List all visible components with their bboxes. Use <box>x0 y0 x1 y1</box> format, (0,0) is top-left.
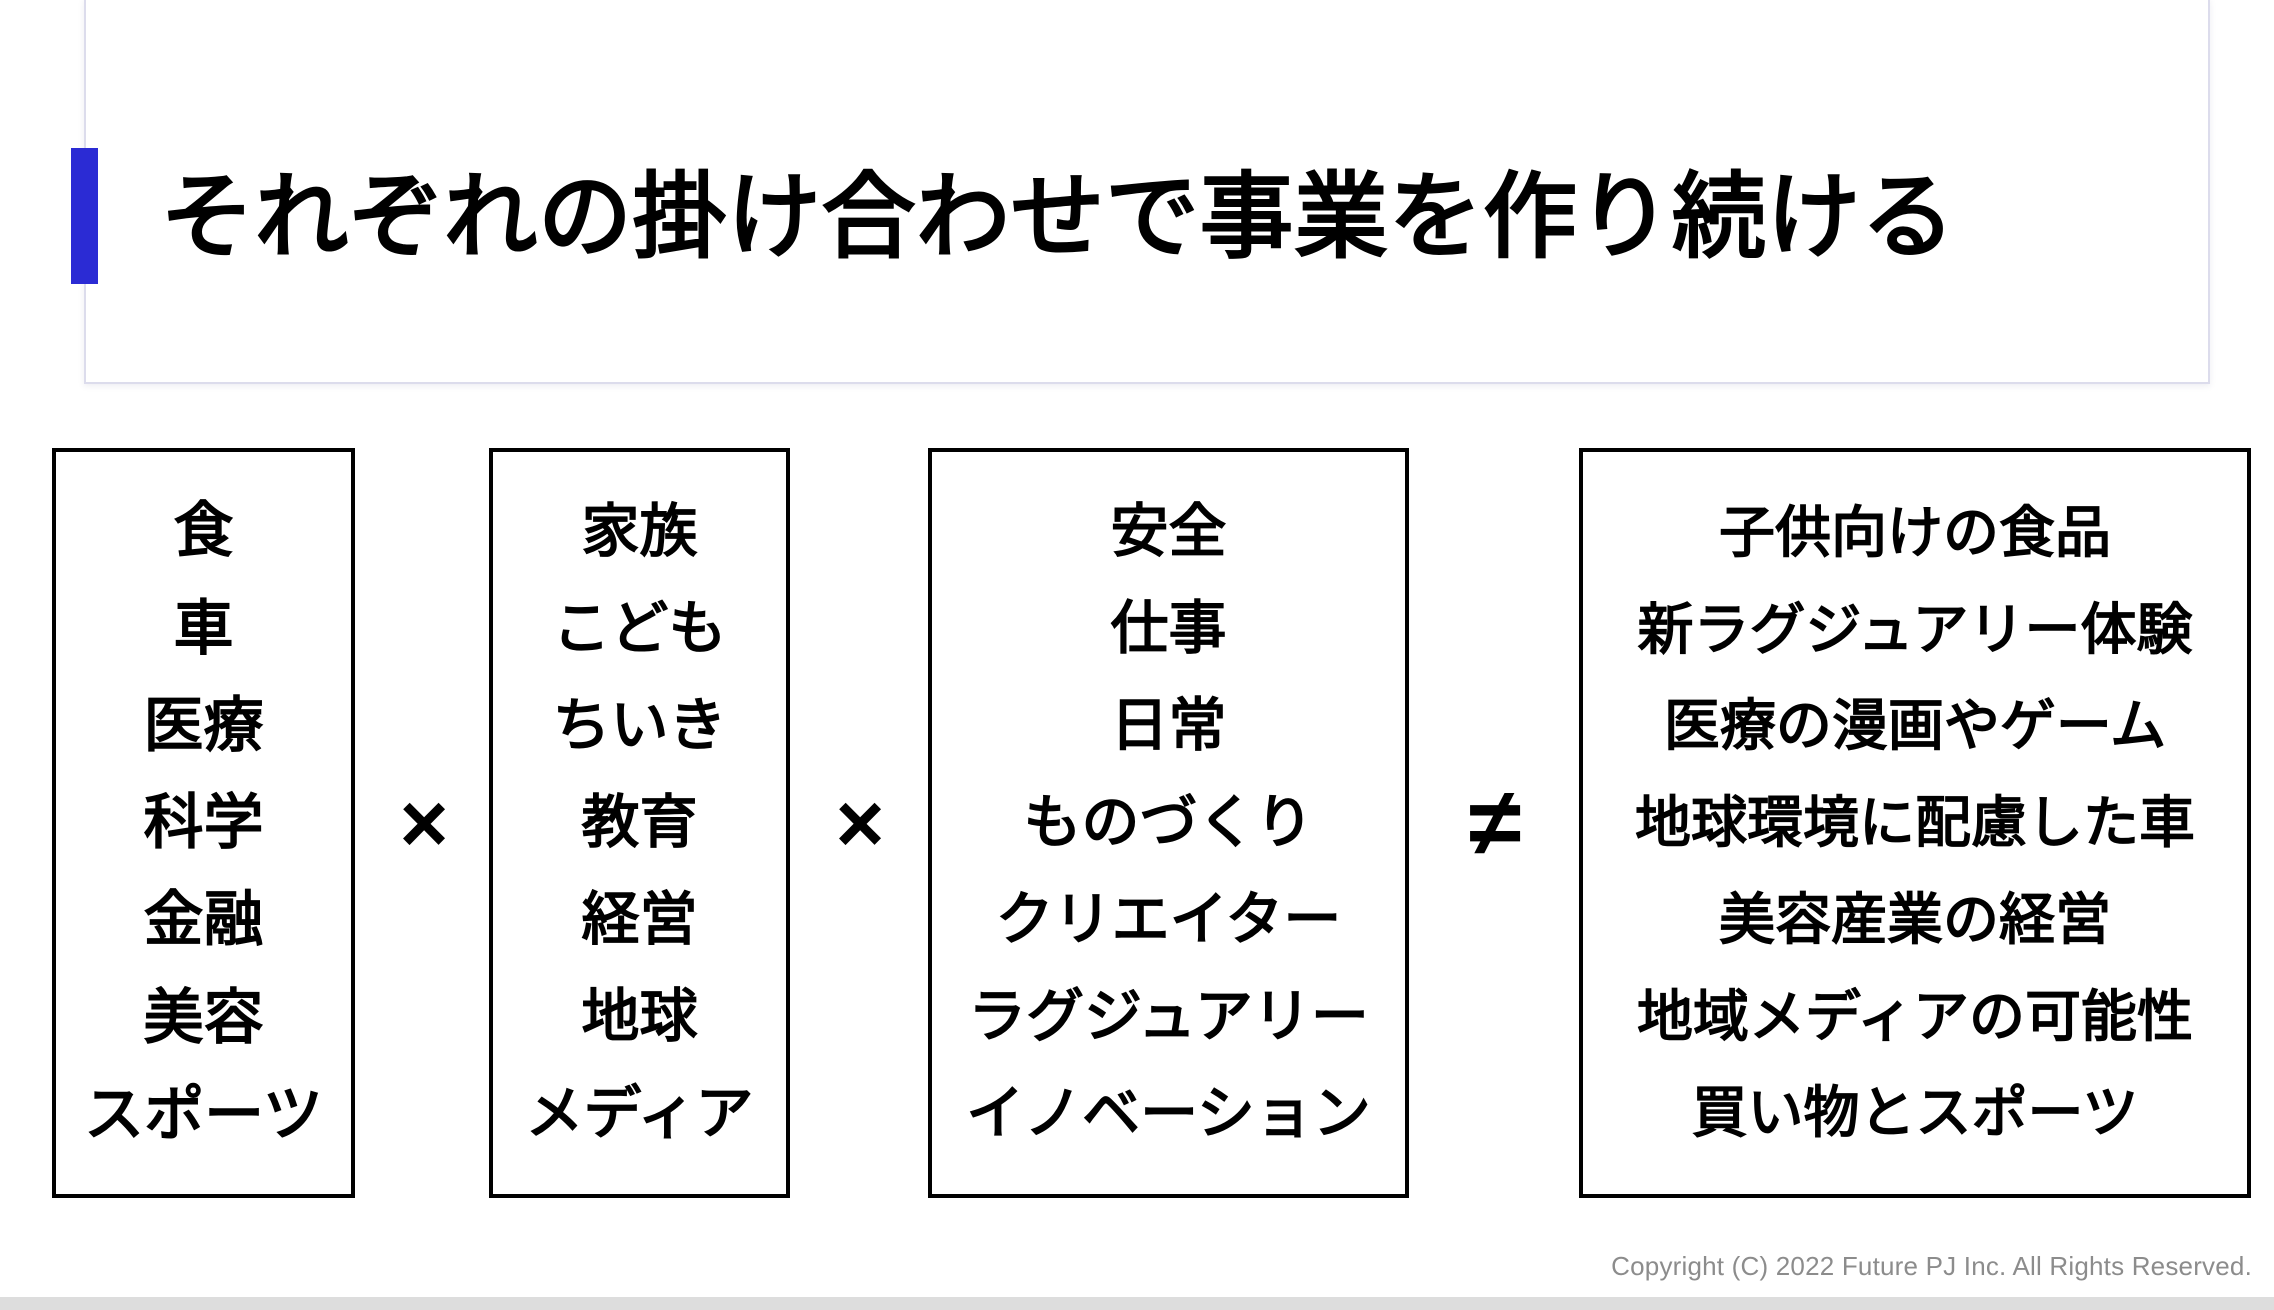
column-item: 医療 <box>143 691 264 759</box>
column-item: スポーツ <box>84 1080 323 1148</box>
column-item: 経営 <box>581 887 698 952</box>
footer-bar <box>0 1297 2274 1310</box>
column-box-value: 安全 仕事 日常 ものづくり クリエイター ラグジュアリー イノベーション <box>928 448 1409 1198</box>
column-box-result: 子供向けの食品 新ラグジュアリー体験 医療の漫画やゲーム 地球環境に配慮した車 … <box>1579 448 2251 1198</box>
column-item: ものづくり <box>1023 790 1314 855</box>
column-item: 安全 <box>1110 499 1227 564</box>
header-panel <box>84 0 2210 384</box>
column-item: 美容産業の経営 <box>1719 887 2111 951</box>
column-item: メディア <box>525 1081 754 1146</box>
column-item: 仕事 <box>1110 596 1227 661</box>
column-item: 買い物とスポーツ <box>1691 1081 2139 1145</box>
column-item: 医療の漫画やゲーム <box>1663 694 2167 758</box>
column-item: 地球環境に配慮した車 <box>1635 791 2195 854</box>
not-equal-operator-icon: ≠ <box>1468 769 1522 876</box>
page-title: それぞれの掛け合わせで事業を作り続ける <box>160 164 1956 270</box>
column-item: 地球 <box>581 984 698 1049</box>
column-box-theme: 家族 こども ちいき 教育 経営 地球 メディア <box>489 448 790 1198</box>
footer-copyright: Copyright (C) 2022 Future PJ Inc. All Ri… <box>1611 1251 2252 1281</box>
column-item: 食 <box>173 497 234 565</box>
column-item: ラグジュアリー <box>968 984 1369 1049</box>
multiply-operator-icon: × <box>835 776 885 870</box>
multiply-operator-icon: × <box>399 776 449 870</box>
column-item: 新ラグジュアリー体験 <box>1637 597 2193 661</box>
column-item: ちいき <box>552 693 727 758</box>
column-item: 子供向けの食品 <box>1719 500 2111 564</box>
title-accent-bar <box>71 148 98 284</box>
column-item: 地域メディアの可能性 <box>1636 984 2194 1048</box>
column-item: クリエイター <box>995 887 1342 952</box>
column-item: 車 <box>173 594 234 662</box>
column-box-industry: 食 車 医療 科学 金融 美容 スポーツ <box>52 448 355 1198</box>
column-item: 教育 <box>581 790 698 855</box>
column-item: 家族 <box>581 499 698 564</box>
column-item: 美容 <box>143 983 264 1051</box>
column-item: こども <box>552 596 727 661</box>
column-item: 科学 <box>143 789 264 856</box>
column-item: 日常 <box>1110 693 1227 758</box>
column-item: イノベーション <box>966 1081 1371 1146</box>
column-item: 金融 <box>143 886 264 954</box>
